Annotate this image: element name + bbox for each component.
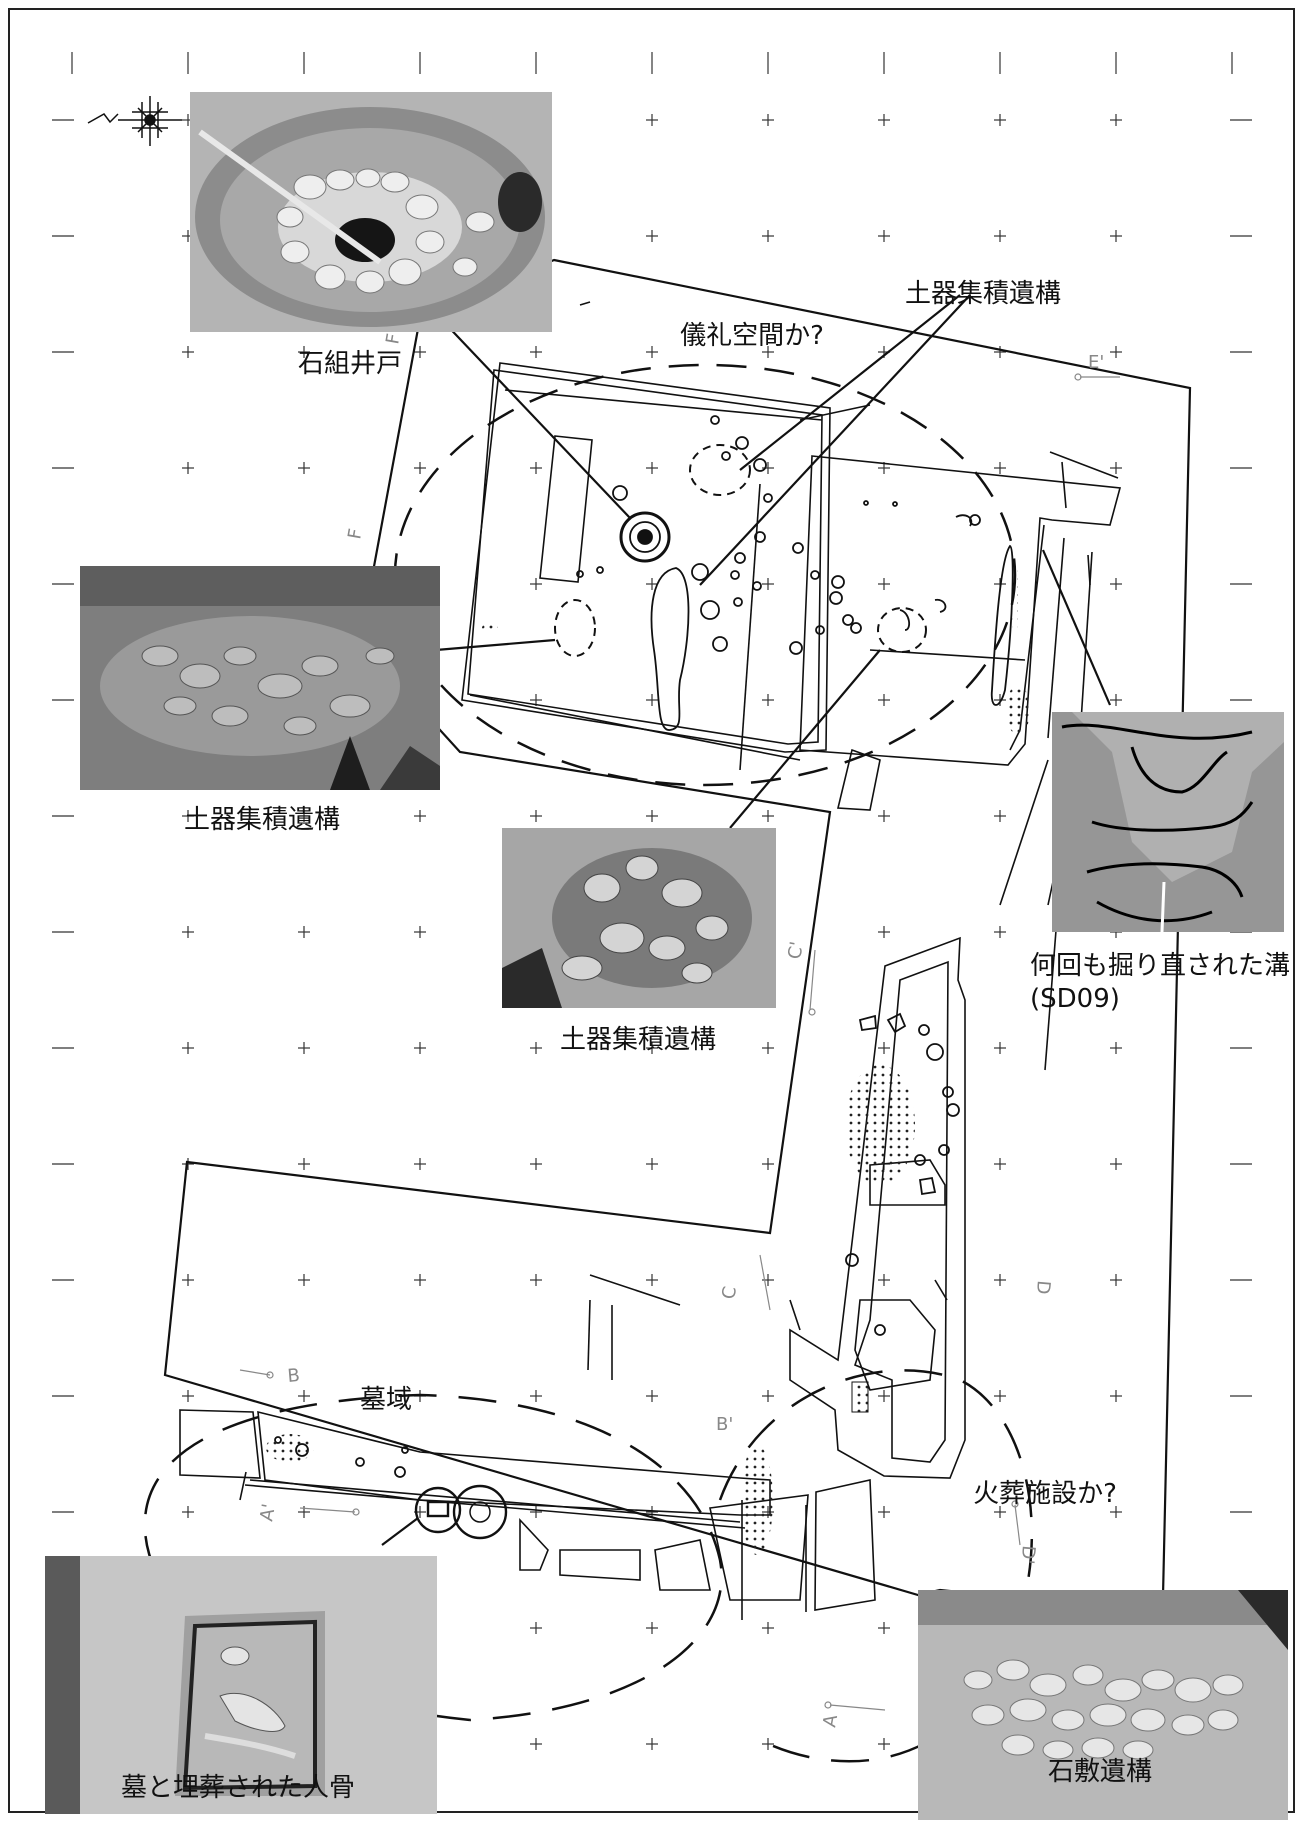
- section-mark-b-prime: B': [716, 1414, 733, 1435]
- leader-lines: [381, 294, 1112, 1546]
- section-mark-a: A: [819, 1712, 842, 1728]
- well-photo: [190, 92, 552, 332]
- label-ditch-line1: 何回も掘り直された溝: [1030, 951, 1291, 981]
- label-pottery-left: 土器集積遺構: [183, 805, 341, 835]
- grave-photo: [45, 1556, 437, 1814]
- ditch-photo: [1052, 712, 1284, 932]
- label-cemetery: 墓域: [359, 1385, 413, 1415]
- section-mark-d-prime: D': [1016, 1545, 1039, 1566]
- trench-walls: [179, 301, 1122, 1620]
- grave-circles: [414, 1484, 508, 1540]
- label-pottery-center: 土器集積遺構: [559, 1025, 717, 1055]
- paving-photo: [918, 1590, 1288, 1820]
- section-mark-c-prime: C': [784, 940, 808, 961]
- section-mark-a-prime: A': [256, 1502, 280, 1523]
- section-lines: [239, 373, 1120, 1711]
- section-mark-b: B: [287, 1365, 301, 1387]
- label-ditch: 何回も掘り直された溝 (SD09): [1030, 950, 1290, 1015]
- label-pottery-top: 土器集積遺構: [904, 279, 1062, 309]
- label-ritual-space: 儀礼空間か?: [680, 321, 824, 351]
- pottery-center-photo: [502, 828, 776, 1008]
- section-mark-c: C: [718, 1285, 741, 1301]
- section-mark-d: D: [1032, 1280, 1054, 1296]
- section-mark-f: F: [344, 527, 366, 541]
- label-cremation: 火葬施設か?: [973, 1479, 1117, 1509]
- pottery-left-photo: [80, 566, 440, 790]
- label-grave: 墓と埋葬された人骨: [120, 1773, 356, 1803]
- north-arrow-icon: [87, 96, 182, 146]
- label-ditch-line2: (SD09): [1030, 983, 1120, 1014]
- label-paving: 石敷遺構: [1047, 1757, 1153, 1787]
- label-well: 石組井戸: [297, 349, 403, 379]
- map-frame: [8, 8, 1295, 1813]
- stone-clusters: [266, 538, 1030, 1555]
- section-mark-e-prime: E': [1088, 352, 1104, 373]
